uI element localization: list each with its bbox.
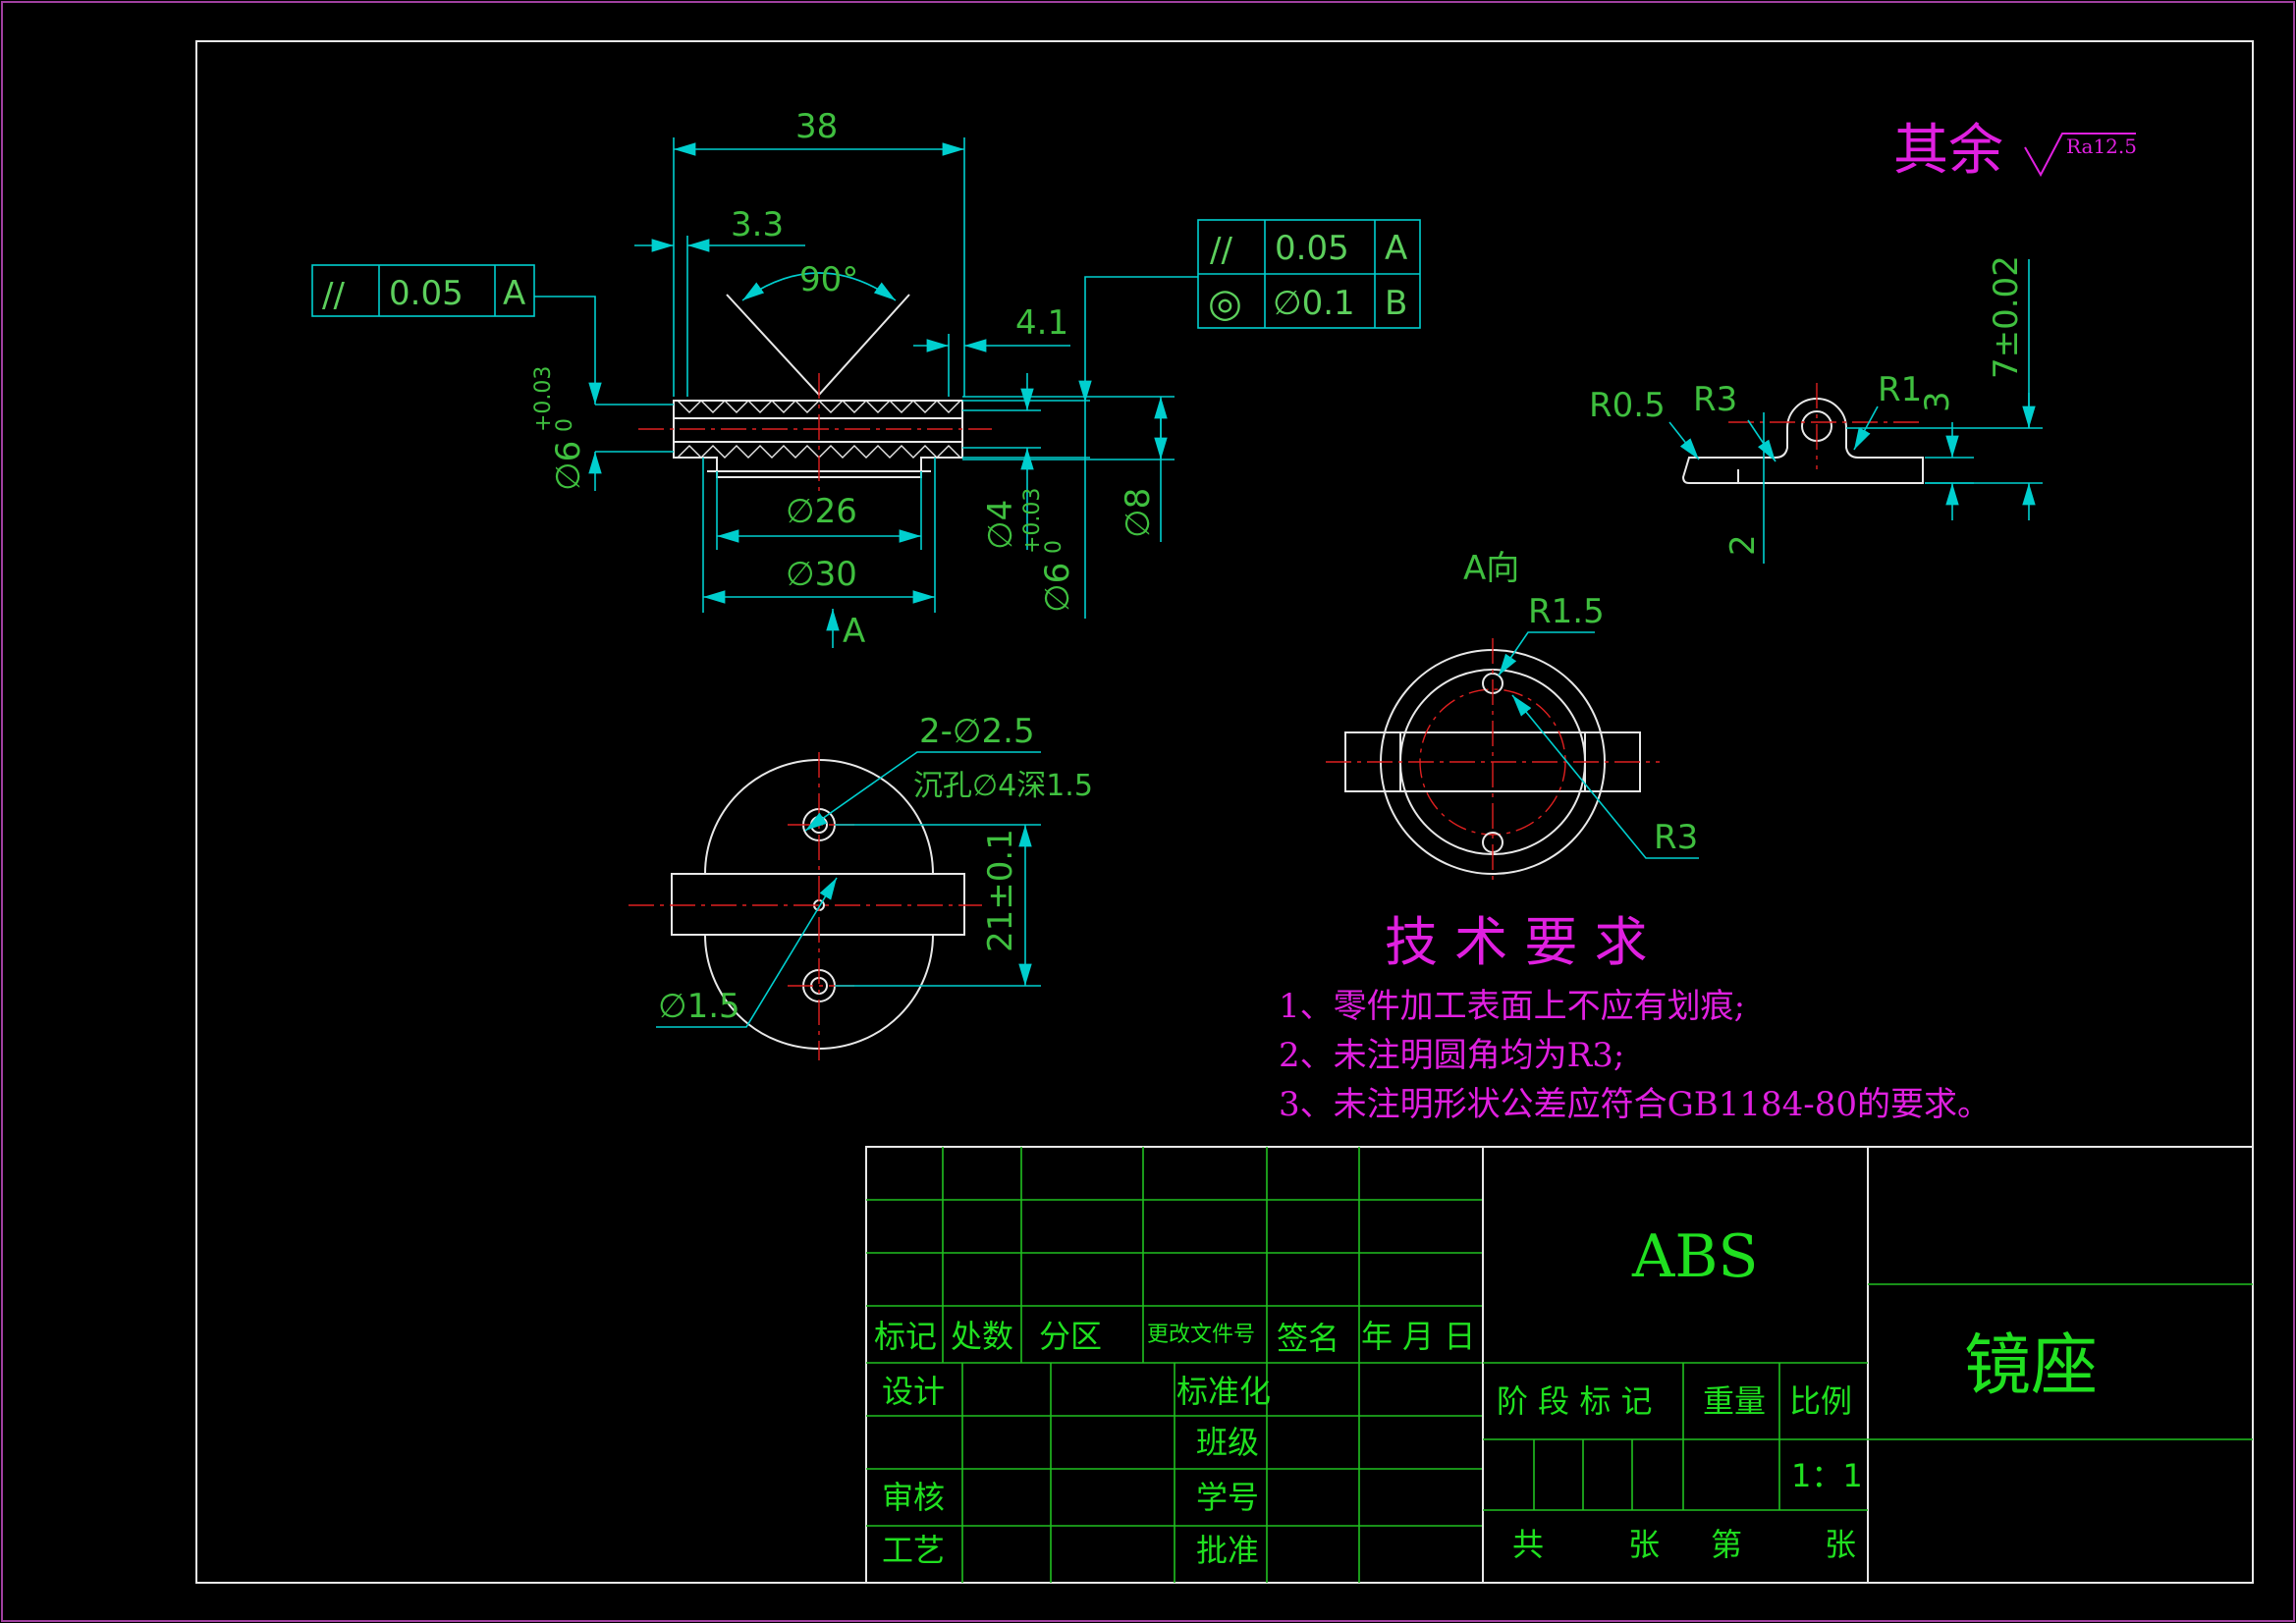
tb-header: 标记 — [874, 1318, 937, 1355]
dim-holes: 2-∅2.5 — [919, 712, 1035, 751]
surface-finish-note: 其余 Ra12.5 — [1893, 119, 2137, 183]
dim-phi6-left-lower: 0 — [553, 418, 577, 432]
tb-header: 签名 — [1277, 1320, 1339, 1357]
side-profile — [1681, 398, 1924, 484]
dim-phi6-left-upper: +0.03 — [531, 366, 556, 432]
dim-4-1: 4.1 — [1015, 303, 1068, 343]
dim-r3-view-a: R3 — [1654, 818, 1698, 857]
tech-title: 技 术 要 求 — [1385, 911, 1648, 973]
dim-phi6-left: ∅6 — [549, 441, 588, 491]
dim-counterbore: 沉孔∅4深1.5 — [913, 769, 1093, 803]
view-arrow-label: A — [843, 612, 865, 651]
dim-r0-5: R0.5 — [1589, 386, 1666, 425]
tolerance-value: ∅0.1 — [1273, 284, 1355, 323]
tb-student-no: 学号 — [1196, 1479, 1259, 1516]
tolerance-datum: B — [1385, 284, 1407, 323]
tb-scale-label: 比例 — [1789, 1382, 1852, 1420]
side-view: R0.5 R3 R1 3 7±0.02 2 — [1589, 255, 2043, 564]
tolerance-value: 0.05 — [389, 274, 464, 313]
dim-r1: R1 — [1878, 370, 1922, 409]
dim-phi1-5: ∅1.5 — [658, 987, 740, 1026]
tolerance-frame-left: // 0.05 A — [311, 264, 602, 405]
tb-sheet-total: 共 — [1512, 1526, 1544, 1563]
surface-finish-value: Ra12.5 — [2066, 135, 2137, 158]
tech-item: 1、零件加工表面上不应有划痕; — [1279, 987, 1745, 1026]
technical-requirements: 技 术 要 求 1、零件加工表面上不应有划痕; 2、未注明圆角均为R3; 3、未… — [1279, 911, 1991, 1124]
view-a-title: A向 — [1463, 549, 1519, 588]
surface-finish-symbol-icon — [2024, 133, 2136, 178]
tolerance-symbol: // — [322, 276, 345, 315]
tech-item: 2、未注明圆角均为R3; — [1279, 1036, 1624, 1075]
dim-phi6-right-upper: +0.03 — [1020, 488, 1045, 554]
front-view: // 0.05 A // 0.05 A ◎ ∅0.1 B — [311, 107, 1421, 651]
dim-r1-5: R1.5 — [1528, 592, 1605, 631]
tb-sheet-no: 第 — [1711, 1526, 1742, 1563]
dim-r3: R3 — [1693, 380, 1737, 419]
tb-process: 工艺 — [882, 1532, 945, 1569]
tolerance-value: 0.05 — [1275, 229, 1349, 268]
tb-standard: 标准化 — [1176, 1373, 1271, 1410]
tb-design: 设计 — [882, 1373, 945, 1410]
tb-material: ABS — [1631, 1222, 1759, 1291]
dim-3: 3 — [1918, 391, 1957, 412]
dim-38: 38 — [795, 107, 838, 146]
dim-phi6-right: ∅6 — [1038, 563, 1077, 613]
tolerance-datum: A — [1385, 229, 1407, 268]
tolerance-symbol: // — [1210, 231, 1232, 270]
dim-7: 7±0.02 — [1987, 255, 2026, 379]
view-a: A向 R1.5 R3 — [1326, 549, 1699, 884]
tb-sheet-unit: 张 — [1825, 1526, 1856, 1563]
tolerance-frame-right: // 0.05 A ◎ ∅0.1 B — [1078, 219, 1421, 403]
knurl-pattern — [677, 400, 961, 413]
tb-part-name: 镜座 — [1964, 1327, 2098, 1405]
surface-finish-label: 其余 — [1893, 119, 2003, 183]
tb-review: 审核 — [882, 1479, 945, 1516]
drawing-frame — [195, 40, 2254, 1584]
tolerance-datum: A — [503, 274, 525, 313]
dim-phi30: ∅30 — [786, 555, 857, 594]
tech-item: 3、未注明形状公差应符合GB1184-80的要求。 — [1279, 1085, 1991, 1124]
tb-header: 分区 — [1039, 1318, 1102, 1355]
tb-class: 班级 — [1196, 1424, 1259, 1461]
dim-2: 2 — [1723, 534, 1763, 556]
tb-scale: 1：1 — [1791, 1457, 1863, 1494]
tb-header: 年 月 日 — [1361, 1318, 1475, 1355]
top-bar — [671, 873, 965, 936]
dim-angle: 90° — [799, 260, 858, 299]
v-groove — [726, 294, 910, 397]
tb-approve: 批准 — [1196, 1532, 1259, 1569]
concentricity-icon: ◎ — [1208, 281, 1242, 326]
tb-header: 更改文件号 — [1147, 1323, 1255, 1347]
tb-weight: 重量 — [1703, 1382, 1766, 1420]
tb-sheet-unit: 张 — [1628, 1526, 1660, 1563]
dim-phi8: ∅8 — [1119, 488, 1158, 538]
dim-phi6-right-lower: 0 — [1042, 540, 1066, 554]
tb-stage: 阶 段 标 记 — [1497, 1382, 1653, 1420]
dim-phi4: ∅4 — [981, 500, 1020, 550]
dim-phi26: ∅26 — [786, 492, 857, 531]
top-view: 2-∅2.5 沉孔∅4深1.5 21±0.1 ∅1.5 — [629, 712, 1093, 1060]
tb-header: 处数 — [951, 1318, 1013, 1355]
dim-21: 21±0.1 — [981, 829, 1020, 952]
title-block: 标记 处数 分区 更改文件号 签名 年 月 日 设计 审核 工艺 标准化 班级 … — [865, 1146, 2254, 1584]
dim-3-3: 3.3 — [731, 205, 784, 244]
